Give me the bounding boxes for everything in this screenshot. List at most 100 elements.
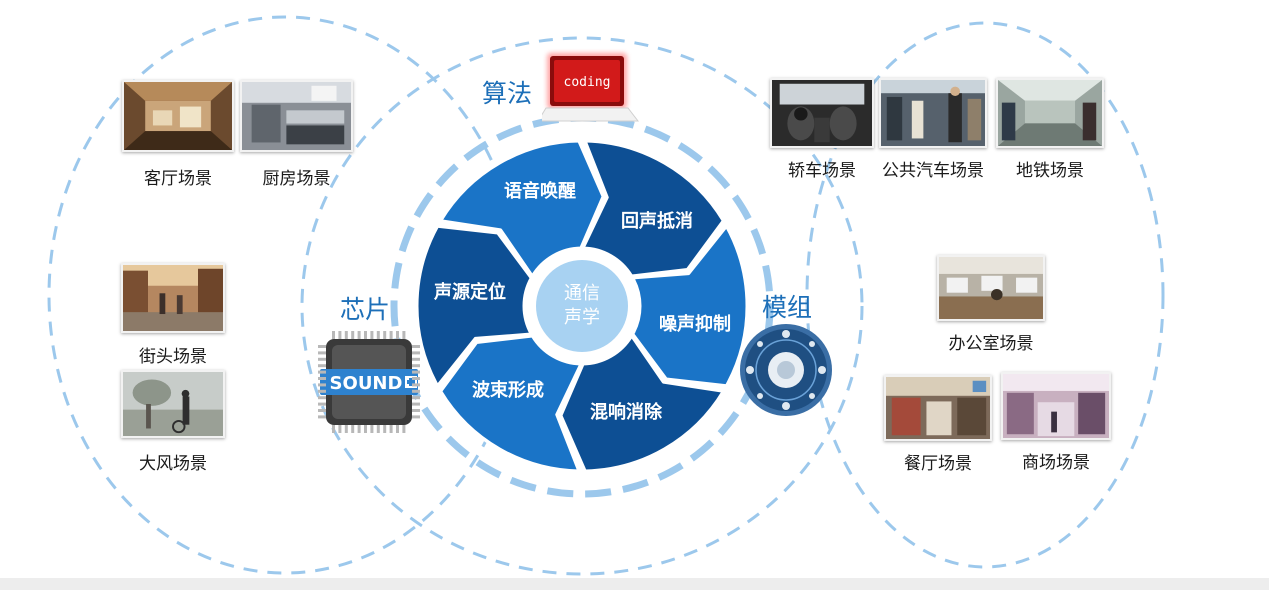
scene-label-office: 办公室场景	[948, 334, 1034, 354]
wheel-segment-beamforming	[439, 334, 583, 473]
center-label-line2: 声学	[564, 307, 600, 328]
kitchen-photo	[240, 80, 353, 152]
scene-label-subway: 地铁场景	[1016, 161, 1084, 181]
chip-pin	[389, 425, 393, 433]
wheel-center-hub	[536, 260, 628, 352]
chip-pin	[318, 389, 326, 393]
chip-pin	[412, 396, 420, 400]
chip-pin	[412, 351, 420, 355]
chip-pin	[357, 425, 361, 433]
segment-label-echo-cancellation: 回声抵消	[621, 211, 693, 232]
scene-subway: 地铁场景	[996, 78, 1104, 181]
chip-pin	[412, 377, 420, 380]
scene-label-kitchen: 厨房场景	[262, 169, 331, 189]
chip-pin	[338, 425, 342, 433]
living-room-photo	[122, 80, 234, 152]
chip-icon: SOUND	[318, 331, 420, 433]
scene-kitchen: 厨房场景	[240, 80, 353, 189]
chip-pin	[318, 364, 326, 368]
chip-pin	[351, 425, 355, 433]
segment-label-dereverberation: 混响消除	[590, 402, 662, 423]
category-chip: 芯片	[340, 295, 391, 324]
scene-windy: 大风场景	[121, 370, 225, 474]
chip-pin	[318, 345, 326, 348]
subway-photo	[996, 78, 1104, 148]
chip-pin	[332, 331, 335, 339]
scene-label-sedan: 轿车场景	[788, 161, 856, 181]
chip-pin	[412, 402, 420, 406]
chip-pin	[412, 364, 420, 368]
chip-pin	[344, 331, 348, 339]
chip-pin	[396, 425, 399, 433]
chip-pin	[318, 402, 326, 406]
chip-pin	[318, 409, 326, 412]
wheel-segment-echo-cancellation	[581, 139, 725, 278]
chip-pin	[370, 425, 374, 433]
wheel-segment-dereverberation	[559, 334, 725, 473]
category-module: 模组	[762, 293, 813, 322]
scene-mall: 商场场景	[1001, 372, 1111, 473]
scene-label-mall: 商场场景	[1022, 453, 1090, 473]
laptop-screen-text: coding	[564, 75, 611, 90]
wheel-segment-source-localization	[415, 224, 533, 388]
chip-pin	[318, 377, 326, 380]
segment-label-noise-suppression: 噪声抑制	[659, 314, 731, 335]
chip-pin	[318, 357, 326, 361]
bottom-strip	[0, 578, 1269, 590]
chip-pin	[402, 425, 406, 433]
scene-label-street: 街头场景	[139, 347, 207, 367]
chip-pin	[376, 425, 380, 433]
chip-pin	[332, 425, 335, 433]
bus-photo	[879, 78, 987, 148]
chip-pin	[357, 331, 361, 339]
chip-pin	[318, 370, 326, 374]
scene-label-bus: 公共汽车场景	[882, 161, 984, 181]
chip-pin	[412, 409, 420, 412]
scene-living-room: 客厅场景	[122, 80, 234, 189]
center-label-line1: 通信	[564, 283, 600, 304]
chip-pin	[318, 383, 326, 387]
chip-pin	[412, 383, 420, 387]
chip-pin	[318, 351, 326, 355]
chip-pin	[412, 370, 420, 374]
office-photo	[937, 255, 1045, 321]
segment-label-wake-word: 语音唤醒	[504, 181, 576, 202]
chip-pin	[396, 331, 399, 339]
street-photo	[121, 263, 225, 333]
wheel-segment-noise-suppression	[631, 224, 749, 388]
laptop-icon: coding	[542, 53, 640, 122]
chip-pin	[318, 415, 326, 419]
scene-street: 街头场景	[121, 263, 225, 367]
chip-pin	[364, 331, 367, 339]
chip-pin	[389, 331, 393, 339]
mall-photo	[1001, 372, 1111, 440]
chip-pin	[338, 331, 342, 339]
scene-office: 办公室场景	[937, 255, 1045, 354]
segment-label-source-localization: 声源定位	[434, 282, 506, 303]
scene-restaurant: 餐厅场景	[884, 375, 992, 474]
restaurant-photo	[884, 375, 992, 441]
chip-pin	[376, 331, 380, 339]
chip-pin	[364, 425, 367, 433]
windy-photo	[121, 370, 225, 438]
scene-label-living-room: 客厅场景	[144, 169, 212, 189]
category-algorithm: 算法	[482, 79, 533, 108]
segment-label-beamforming: 波束形成	[472, 380, 544, 401]
chip-brand-text: SOUND	[330, 373, 403, 394]
chip-pin	[412, 389, 420, 393]
middle-ring	[300, 36, 864, 576]
chip-pin	[402, 331, 406, 339]
chip-pin	[412, 415, 420, 419]
chip-pin	[412, 357, 420, 361]
chip-pin	[383, 331, 387, 339]
chip-pin	[344, 425, 348, 433]
chip-pin	[412, 345, 420, 348]
scene-label-windy: 大风场景	[139, 454, 207, 474]
chip-pin	[370, 331, 374, 339]
chip-pin	[318, 396, 326, 400]
module-board-icon	[740, 324, 832, 416]
wheel-segment-wake-word	[439, 139, 605, 278]
scene-label-restaurant: 餐厅场景	[904, 454, 972, 474]
